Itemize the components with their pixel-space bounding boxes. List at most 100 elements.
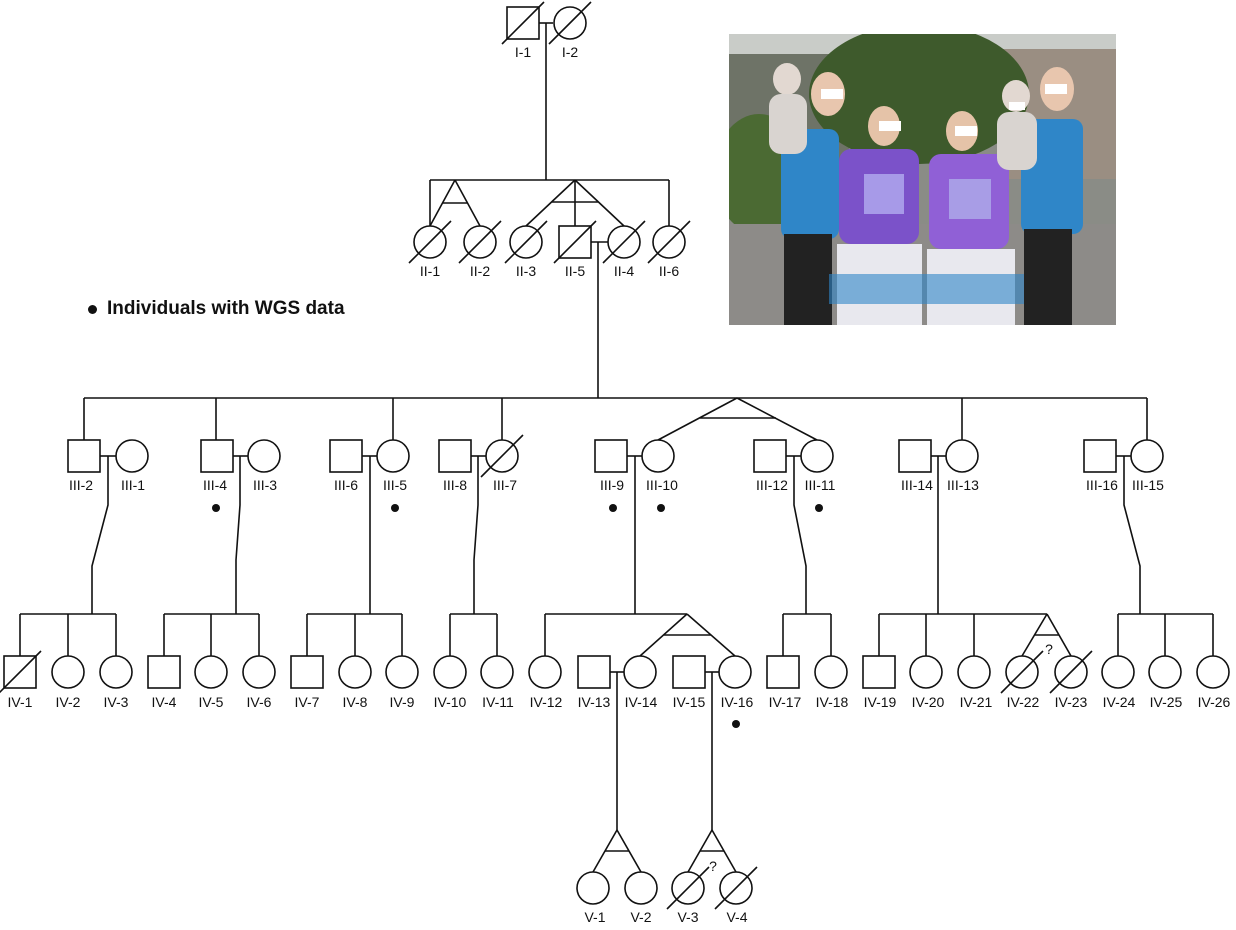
label-IV-25: IV-25 — [1150, 694, 1183, 710]
individual-III-8 — [438, 439, 472, 473]
individual-IV-5 — [194, 655, 228, 689]
label-II-1: II-1 — [420, 263, 440, 279]
label-IV-11: IV-11 — [482, 694, 514, 710]
wgs-dot-III-10 — [657, 504, 665, 512]
individual-IV-25 — [1148, 655, 1182, 689]
label-II-4: II-4 — [614, 263, 634, 279]
label-IV-8: IV-8 — [343, 694, 368, 710]
label-III-8: III-8 — [443, 477, 467, 493]
label-III-14: III-14 — [901, 477, 933, 493]
individual-III-13 — [945, 439, 979, 473]
label-III-15: III-15 — [1132, 477, 1164, 493]
label-IV-24: IV-24 — [1103, 694, 1136, 710]
label-I-1: I-1 — [515, 44, 532, 60]
individual-IV-4 — [147, 655, 181, 689]
legend-dot-icon — [88, 304, 97, 314]
deceased-mark — [0, 650, 42, 694]
individual-IV-21 — [957, 655, 991, 689]
wgs-dot-III-4 — [212, 504, 220, 512]
individual-III-11 — [800, 439, 834, 473]
label-III-2: III-2 — [69, 477, 93, 493]
individual-IV-11 — [480, 655, 514, 689]
label-IV-16: IV-16 — [721, 694, 754, 710]
legend-text: Individuals with WGS data — [107, 298, 345, 319]
individual-IV-10 — [433, 655, 467, 689]
label-III-9: III-9 — [600, 477, 624, 493]
individual-III-12 — [753, 439, 787, 473]
individual-IV-12 — [528, 655, 562, 689]
individual-IV-8 — [338, 655, 372, 689]
individual-IV-14 — [623, 655, 657, 689]
wgs-dot-IV-16 — [732, 720, 740, 728]
label-III-11: III-11 — [805, 477, 836, 493]
wgs-dot-III-9 — [609, 504, 617, 512]
individual-IV-2 — [51, 655, 85, 689]
label-II-6: II-6 — [659, 263, 679, 279]
deceased-mark — [480, 434, 524, 478]
label-IV-6: IV-6 — [247, 694, 272, 710]
individual-III-6 — [329, 439, 363, 473]
individual-IV-18 — [814, 655, 848, 689]
label-II-2: II-2 — [470, 263, 490, 279]
deceased-mark — [1000, 650, 1044, 694]
label-IV-9: IV-9 — [390, 694, 415, 710]
individual-IV-20 — [909, 655, 943, 689]
label-IV-1: IV-1 — [8, 694, 33, 710]
individual-IV-16 — [718, 655, 752, 689]
label-IV-26: IV-26 — [1198, 694, 1231, 710]
label-IV-23: IV-23 — [1055, 694, 1088, 710]
label-III-3: III-3 — [253, 477, 277, 493]
legend: Individuals with WGS data — [88, 298, 345, 320]
deceased-mark — [458, 220, 502, 264]
individual-IV-3 — [99, 655, 133, 689]
individual-III-4 — [200, 439, 234, 473]
individual-V-2 — [624, 871, 658, 905]
deceased-mark — [504, 220, 548, 264]
label-IV-21: IV-21 — [960, 694, 993, 710]
wgs-dot-III-11 — [815, 504, 823, 512]
label-IV-17: IV-17 — [769, 694, 802, 710]
label-IV-7: IV-7 — [295, 694, 320, 710]
individual-III-2 — [67, 439, 101, 473]
individual-III-16 — [1083, 439, 1117, 473]
individual-III-14 — [898, 439, 932, 473]
label-IV-13: IV-13 — [578, 694, 611, 710]
individual-III-15 — [1130, 439, 1164, 473]
label-III-1: III-1 — [121, 477, 145, 493]
individual-III-3 — [247, 439, 281, 473]
individual-V-1 — [576, 871, 610, 905]
deceased-mark — [548, 1, 592, 45]
individual-III-1 — [115, 439, 149, 473]
individual-IV-6 — [242, 655, 276, 689]
deceased-mark — [501, 1, 545, 45]
individual-IV-13 — [577, 655, 611, 689]
wgs-dot-III-5 — [391, 504, 399, 512]
label-III-10: III-10 — [646, 477, 678, 493]
deceased-mark — [1049, 650, 1093, 694]
deceased-mark — [408, 220, 452, 264]
individual-IV-19 — [862, 655, 896, 689]
label-III-16: III-16 — [1086, 477, 1118, 493]
individual-III-10 — [641, 439, 675, 473]
label-III-6: III-6 — [334, 477, 358, 493]
label-IV-18: IV-18 — [816, 694, 849, 710]
label-V-2: V-2 — [630, 909, 651, 925]
unknown-zygosity-mark: ? — [709, 858, 717, 874]
deceased-mark — [553, 220, 597, 264]
label-III-12: III-12 — [756, 477, 788, 493]
deceased-mark — [666, 866, 710, 910]
label-III-7: III-7 — [493, 477, 517, 493]
label-I-2: I-2 — [562, 44, 579, 60]
label-IV-2: IV-2 — [56, 694, 81, 710]
deceased-mark — [714, 866, 758, 910]
label-III-4: III-4 — [203, 477, 227, 493]
label-III-13: III-13 — [947, 477, 979, 493]
individual-IV-7 — [290, 655, 324, 689]
individual-III-9 — [594, 439, 628, 473]
label-V-3: V-3 — [677, 909, 698, 925]
individual-IV-24 — [1101, 655, 1135, 689]
label-IV-10: IV-10 — [434, 694, 467, 710]
family-photo-icon — [729, 34, 1116, 325]
individual-IV-17 — [766, 655, 800, 689]
